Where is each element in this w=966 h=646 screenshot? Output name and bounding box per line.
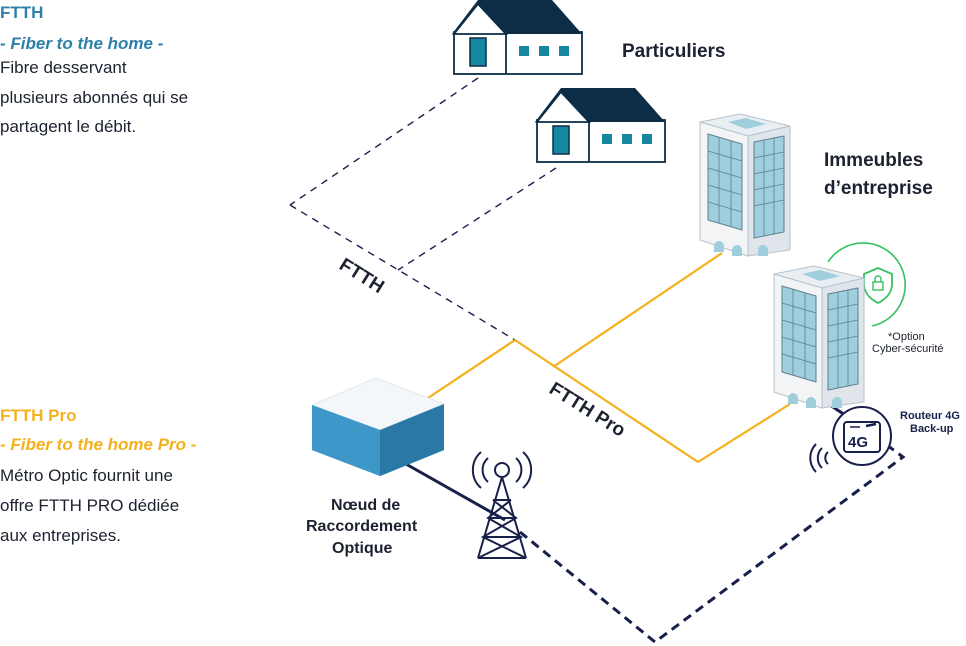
- house-icon: [535, 88, 666, 163]
- noeud-label-line: Raccordement: [306, 518, 418, 535]
- ftth-line-label: FTTH: [335, 254, 387, 298]
- routeur-label-line: Back-up: [910, 423, 954, 435]
- ftth-subtitle: - Fiber to the home -: [0, 34, 164, 53]
- ftth-pro-link-node: [427, 339, 516, 399]
- backup-link-node-tower: [389, 453, 506, 522]
- ftth-pro-description-line: aux entreprises.: [0, 526, 121, 545]
- backup-link-radio: [519, 438, 906, 644]
- ftth-pro-description-line: Métro Optic fournit une: [0, 466, 173, 485]
- routeur-label-line: Routeur 4G: [900, 410, 960, 422]
- noeud-label-line: Nœud de: [331, 497, 400, 514]
- antenna-tower-icon: [471, 451, 533, 559]
- ftth-description-line: partagent le débit.: [0, 117, 137, 136]
- ftth-links: [289, 77, 557, 341]
- router-4g-icon: 4G: [832, 406, 892, 466]
- option-label-line: *Option: [888, 331, 925, 343]
- ftth-description-line: plusieurs abonnés qui se: [0, 88, 189, 107]
- house-icon: [452, 0, 583, 75]
- ftth-pro-subtitle: - Fiber to the home Pro -: [0, 435, 197, 454]
- optical-node-icon: [310, 377, 446, 476]
- ftth-pro-link-building-1: [552, 252, 723, 368]
- ftth-pro-description-line: offre FTTH PRO dédiée: [0, 496, 180, 515]
- office-building-icon: [699, 113, 791, 257]
- ftth-pro-title: FTTH Pro: [0, 406, 77, 425]
- office-building-icon: [773, 265, 865, 409]
- backup-links: [389, 403, 906, 644]
- particuliers-label: Particuliers: [622, 41, 726, 62]
- ftth-link-house-2: [397, 167, 557, 271]
- ftth-pro-legend: FTTH Pro - Fiber to the home Pro - Métro…: [0, 405, 196, 547]
- signal-waves-icon: [809, 443, 829, 473]
- ftth-title: FTTH: [0, 3, 44, 22]
- immeubles-label-line: d’entreprise: [824, 178, 933, 199]
- noeud-label-line: Optique: [332, 540, 393, 557]
- ftth-pro-links: [427, 252, 791, 464]
- ftth-description-line: Fibre desservant: [0, 58, 127, 77]
- shield-icon: [863, 267, 893, 305]
- router-4g-badge: 4G: [848, 434, 868, 451]
- ftth-pro-link-main: [514, 339, 791, 464]
- option-label-line: Cyber-sécurité: [872, 343, 944, 355]
- ftth-link-house-1: [289, 77, 479, 206]
- immeubles-label-line: Immeubles: [824, 150, 923, 171]
- ftth-link-trunk: [289, 204, 516, 341]
- ftth-legend: FTTH - Fiber to the home - Fibre desserv…: [0, 2, 188, 138]
